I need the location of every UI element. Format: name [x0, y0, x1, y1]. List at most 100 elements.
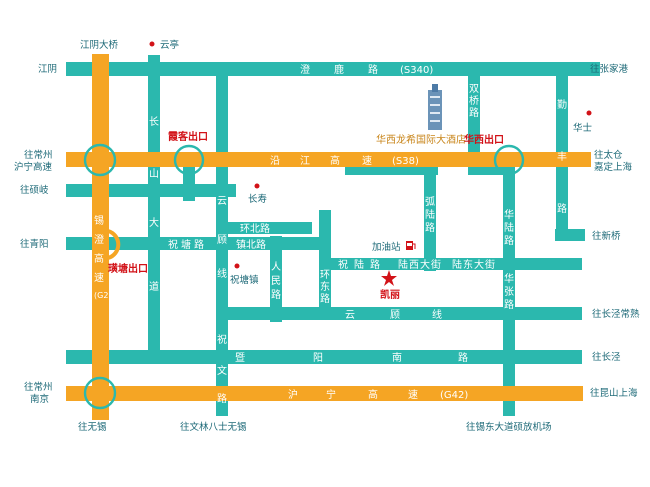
road-label: (S340) [400, 65, 433, 76]
road-label: 陆 [452, 258, 462, 271]
renmin-road[interactable] [270, 236, 282, 322]
road-labels: 澄 鹿 路 (S340) 沿 江 高 速 (S38) 沪 宁 高 速 (G42)… [94, 63, 567, 405]
red-dot-icon [149, 41, 155, 47]
road-label: 高 [330, 154, 340, 167]
exit-huaxi[interactable]: 华西出口 [464, 133, 504, 146]
yanjiang-expressway[interactable] [66, 152, 591, 167]
interchange-huangtang[interactable] [107, 229, 121, 260]
interchange-xicheng-yanjiang[interactable] [83, 143, 117, 177]
edge-label-bridge: 江阴大桥 [80, 39, 119, 51]
qinfeng-road[interactable] [556, 70, 568, 230]
edge-label-qingyang: 往青阳 [20, 238, 49, 250]
hualu-road[interactable] [503, 163, 515, 416]
jiyang-road[interactable] [66, 350, 582, 364]
huning-expressway[interactable] [66, 386, 583, 401]
edge-label-changzhou-hn-2: 沪宁高速 [14, 161, 53, 173]
road-label: 山 [149, 168, 159, 180]
red-dot-icon [254, 183, 260, 189]
road-label: 高 [94, 252, 104, 265]
road-label: 长 [149, 116, 159, 128]
road-label: 华 [504, 208, 514, 221]
road-label: 西 [409, 260, 419, 271]
xiake-link[interactable] [183, 157, 195, 201]
road-label: 云 [345, 310, 355, 321]
zhulu-road[interactable] [320, 258, 582, 270]
road-label: 祝 [338, 258, 348, 271]
road-label: 人 [271, 261, 281, 273]
huandong-road[interactable] [319, 210, 331, 320]
place-kaili: 凯丽 [380, 288, 400, 301]
qingyang-zhutang-road[interactable] [66, 237, 320, 250]
road-label: 锡 [94, 214, 104, 227]
shuangqiao-road[interactable] [468, 70, 480, 170]
hulu-road[interactable] [424, 163, 436, 271]
huanbei-road[interactable] [218, 222, 312, 234]
road-label: 南 [392, 351, 402, 364]
edge-label-jiangyin: 江阴 [38, 64, 57, 75]
road-label: 路 [217, 392, 227, 405]
edge-labels: 江阴大桥 江阴 往张家港 往常州 沪宁高速 往硕岐 往青阳 往常州 南京 往无锡… [14, 39, 640, 433]
interchange-xiake[interactable] [173, 144, 205, 176]
road-label: (S38) [392, 156, 419, 167]
road-label: 云 [217, 196, 227, 207]
xinqiao-road[interactable] [555, 229, 585, 241]
road-label: 勤 [557, 98, 567, 111]
yunguxian-road[interactable] [218, 307, 582, 320]
road-label: 路 [557, 202, 567, 215]
road-label: 环北路 [240, 222, 270, 235]
road-label: 顾 [217, 234, 227, 246]
road-label: 高 [368, 388, 378, 401]
edge-label-zhangjiagang: 往张家港 [590, 63, 629, 75]
places: 云亭 华士 长寿 祝塘镇 加油站 凯丽 华西龙希国际大酒店 [149, 39, 593, 301]
road-label: 华 [504, 272, 514, 285]
chenglu-road[interactable] [66, 62, 600, 76]
road-label: 陆 [398, 258, 408, 271]
exit-huangtang[interactable]: 璜塘出口 [108, 262, 148, 275]
road-label: 街 [431, 258, 441, 271]
exits: 霞客出口 华西出口 璜塘出口 [108, 130, 504, 275]
edge-label-shuoqi: 往硕岐 [20, 184, 49, 196]
road-label: 顾 [390, 309, 400, 321]
road-label: 祝 [168, 238, 178, 251]
road-label: 东 [463, 258, 473, 271]
hotel-building-icon [428, 84, 442, 130]
road-label: 大 [474, 258, 484, 271]
place-yunting: 云亭 [160, 39, 179, 51]
road-label: 沿 [270, 155, 280, 167]
place-zhutangzhen: 祝塘镇 [230, 274, 259, 286]
place-huashi: 华士 [573, 122, 593, 134]
edge-label-changjing: 往长泾 [592, 351, 621, 363]
place-gas-station: 加油站 [372, 241, 401, 253]
road-label: 东 [320, 280, 330, 293]
interchange-huaxi[interactable] [493, 144, 525, 176]
road-label: 路 [370, 258, 380, 271]
interchange-xicheng-huning[interactable] [83, 376, 117, 410]
edge-label-changzhou-nj-1: 往常州 [24, 381, 53, 393]
road-label: 阳 [313, 352, 323, 364]
road-label: 线 [217, 267, 227, 280]
road-label: 路 [469, 106, 479, 119]
road-label: 陆 [354, 258, 364, 271]
edge-label-wuxi: 往无锡 [78, 421, 107, 433]
road-label: 桥 [469, 95, 479, 107]
road-label: 镇北路 [236, 238, 266, 251]
road-label: 祝 [217, 333, 227, 346]
road-label: 路 [504, 234, 514, 247]
road-label: 路 [320, 292, 330, 305]
edge-label-changzhou-nj-2: 南京 [30, 393, 49, 405]
road-label: 道 [149, 280, 159, 293]
road-label: 路 [271, 288, 281, 301]
changshan-avenue[interactable] [148, 55, 160, 363]
edge-label-changjingcs: 往长泾常熟 [592, 308, 640, 320]
edge-label-xinqiao: 往新桥 [592, 230, 621, 242]
exit-xiake[interactable]: 霞客出口 [168, 130, 208, 143]
place-changshou: 长寿 [248, 193, 267, 205]
road-label: 澄 [300, 63, 310, 76]
road-label: 暨 [235, 352, 245, 364]
edge-label-changzhou-hn-1: 往常州 [24, 149, 53, 161]
road-label: 双 [469, 83, 479, 95]
road-label: 路 [194, 238, 204, 251]
road-label: 速 [408, 389, 418, 401]
road-label: 宁 [326, 388, 336, 401]
interchanges [83, 143, 525, 410]
